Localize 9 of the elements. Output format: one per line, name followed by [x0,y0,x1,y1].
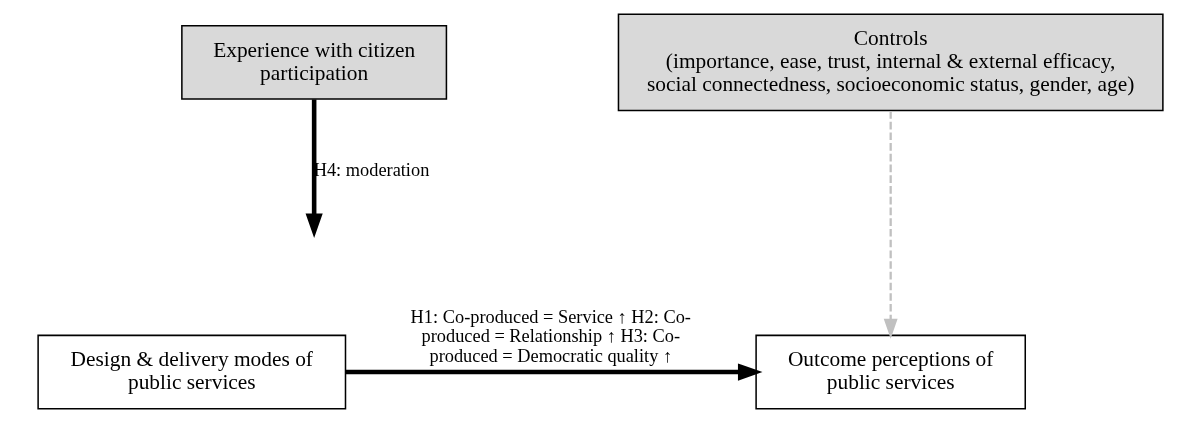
node-box: Design & delivery modes of public services [36,334,346,410]
arrow [305,99,323,239]
node-box: Experience with citizen participation [180,24,447,100]
node-box: Controls (importance, ease, trust, internal & external efficacy, social connectedness, socioeconomic status, gender, age) [617,13,1164,112]
arrow [345,363,762,381]
arrow [883,111,898,339]
edge-label: H1: Co-produced = Service ↑ H2: Co-produced = Relationship ↑ H3: Co-produced = Democratic quality ↑ [410,306,691,367]
edge-label: H4: moderation [313,159,429,180]
node-box: Outcome perceptions of public services [754,334,1026,410]
